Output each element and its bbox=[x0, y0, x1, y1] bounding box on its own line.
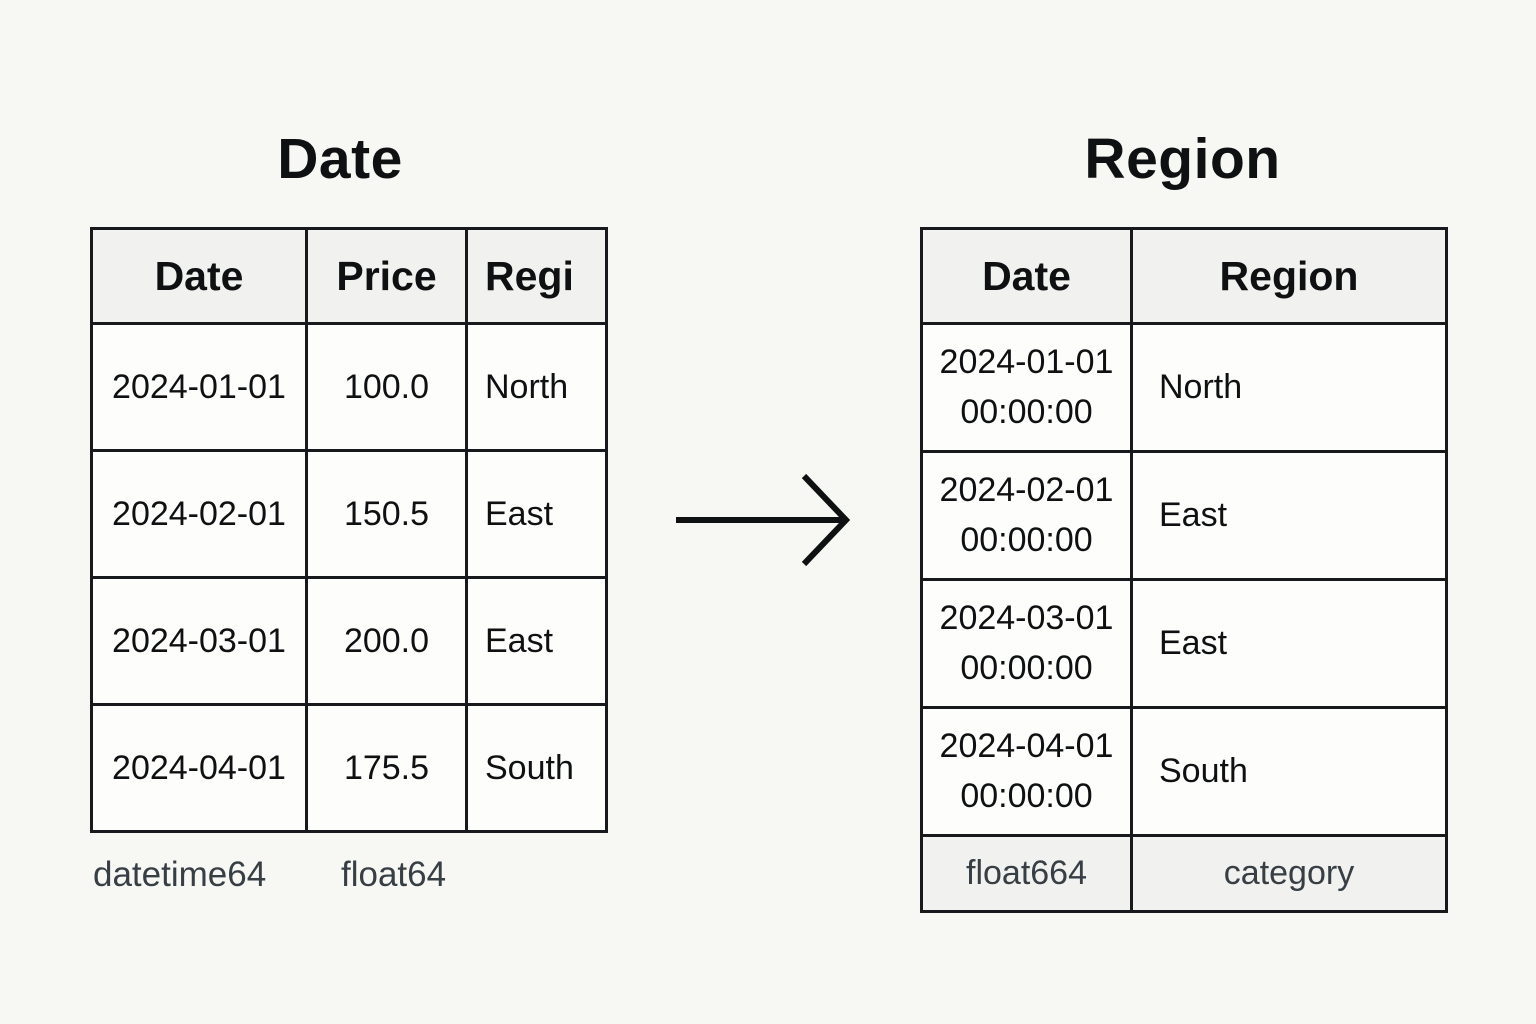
table-header-row: Date Price Regi bbox=[90, 227, 608, 325]
right-arrow-icon bbox=[676, 473, 851, 567]
column-header-date: Date bbox=[90, 227, 308, 325]
table-header-row: Date Region bbox=[920, 227, 1448, 325]
table-row: 2024-02-01 150.5 East bbox=[90, 449, 608, 579]
date-line: 2024-01-01 bbox=[939, 343, 1114, 382]
column-header-date: Date bbox=[920, 227, 1133, 325]
time-line: 00:00:00 bbox=[960, 392, 1093, 431]
time-line: 00:00:00 bbox=[960, 648, 1093, 687]
time-line: 00:00:00 bbox=[960, 520, 1093, 559]
cell-price: 200.0 bbox=[305, 576, 468, 706]
time-line: 00:00:00 bbox=[960, 776, 1093, 815]
left-table-title: Date bbox=[277, 127, 403, 191]
cell-region: East bbox=[465, 449, 608, 579]
column-header-region: Regi bbox=[465, 227, 608, 325]
cell-region: South bbox=[1130, 706, 1448, 837]
dtype-cell-date: float664 bbox=[920, 834, 1133, 913]
dtype-cell-region: category bbox=[1130, 834, 1448, 913]
cell-datetime: 2024-01-01 00:00:00 bbox=[920, 322, 1133, 453]
date-line: 2024-04-01 bbox=[939, 727, 1114, 766]
table-row: 2024-04-01 175.5 South bbox=[90, 703, 608, 833]
table-row: 2024-01-01 100.0 North bbox=[90, 322, 608, 452]
dtype-label-datetime64: datetime64 bbox=[93, 855, 267, 894]
cell-region: South bbox=[465, 703, 608, 833]
table-row: 2024-04-01 00:00:00 South bbox=[920, 706, 1448, 837]
result-dataframe-table: Date Region 2024-01-01 00:00:00 North 20… bbox=[920, 227, 1448, 913]
cell-region: East bbox=[1130, 578, 1448, 709]
cell-date: 2024-04-01 bbox=[90, 703, 308, 833]
source-dataframe-table: Date Price Regi 2024-01-01 100.0 North 2… bbox=[90, 227, 608, 833]
cell-region: North bbox=[1130, 322, 1448, 453]
column-header-region: Region bbox=[1130, 227, 1448, 325]
cell-datetime: 2024-03-01 00:00:00 bbox=[920, 578, 1133, 709]
cell-price: 100.0 bbox=[305, 322, 468, 452]
cell-price: 175.5 bbox=[305, 703, 468, 833]
table-row: 2024-03-01 00:00:00 East bbox=[920, 578, 1448, 709]
column-header-price: Price bbox=[305, 227, 468, 325]
cell-region: East bbox=[1130, 450, 1448, 581]
cell-datetime: 2024-02-01 00:00:00 bbox=[920, 450, 1133, 581]
right-table-title: Region bbox=[1084, 127, 1281, 191]
cell-date: 2024-03-01 bbox=[90, 576, 308, 706]
cell-date: 2024-02-01 bbox=[90, 449, 308, 579]
cell-date: 2024-01-01 bbox=[90, 322, 308, 452]
cell-price: 150.5 bbox=[305, 449, 468, 579]
cell-region: East bbox=[465, 576, 608, 706]
dtype-footer-row: float664 category bbox=[920, 834, 1448, 913]
cell-datetime: 2024-04-01 00:00:00 bbox=[920, 706, 1133, 837]
date-line: 2024-03-01 bbox=[939, 599, 1114, 638]
table-row: 2024-01-01 00:00:00 North bbox=[920, 322, 1448, 453]
cell-region: North bbox=[465, 322, 608, 452]
table-row: 2024-02-01 00:00:00 East bbox=[920, 450, 1448, 581]
table-row: 2024-03-01 200.0 East bbox=[90, 576, 608, 706]
dtype-label-float64: float64 bbox=[341, 855, 447, 894]
date-line: 2024-02-01 bbox=[939, 471, 1114, 510]
